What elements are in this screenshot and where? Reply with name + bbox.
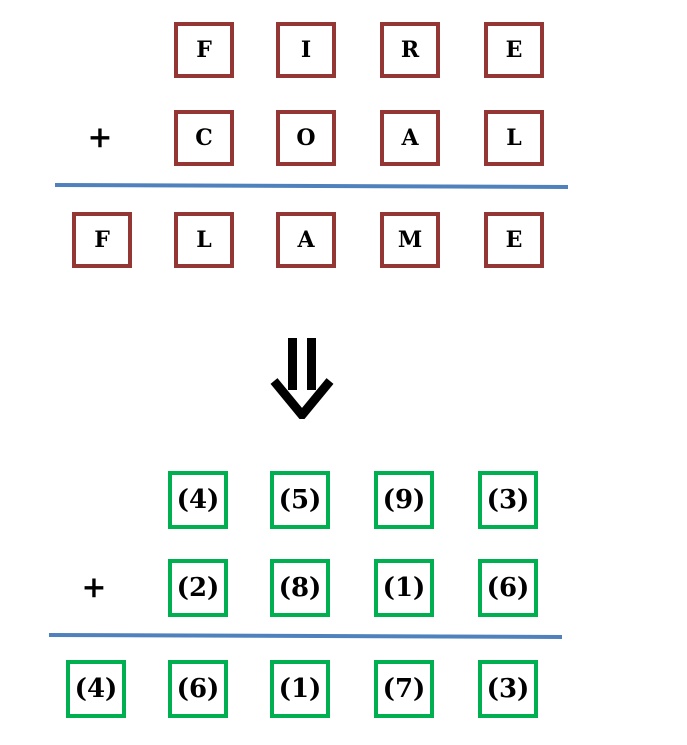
digit-box: (3) bbox=[478, 660, 538, 718]
letter-box: M bbox=[380, 212, 440, 268]
letter-box: A bbox=[276, 212, 336, 268]
letter-box: E bbox=[484, 22, 544, 78]
digit-box: (6) bbox=[168, 660, 228, 718]
letter-box: F bbox=[72, 212, 132, 268]
plus-operator: + bbox=[87, 120, 113, 155]
letter-box: R bbox=[380, 22, 440, 78]
digit-box: (2) bbox=[168, 559, 228, 617]
digit-box: (1) bbox=[270, 660, 330, 718]
digit-box: (4) bbox=[168, 471, 228, 529]
plus-operator: + bbox=[81, 570, 107, 605]
letter-box: L bbox=[484, 110, 544, 166]
digit-box: (3) bbox=[478, 471, 538, 529]
digit-box: (8) bbox=[270, 559, 330, 617]
digit-box: (7) bbox=[374, 660, 434, 718]
letter-box: F bbox=[174, 22, 234, 78]
letter-box: A bbox=[380, 110, 440, 166]
digit-box: (6) bbox=[478, 559, 538, 617]
letter-box: I bbox=[276, 22, 336, 78]
letter-box: C bbox=[174, 110, 234, 166]
letter-box: E bbox=[484, 212, 544, 268]
digit-box: (4) bbox=[66, 660, 126, 718]
letter-box: L bbox=[174, 212, 234, 268]
digit-box: (9) bbox=[374, 471, 434, 529]
digit-box: (1) bbox=[374, 559, 434, 617]
digit-box: (5) bbox=[270, 471, 330, 529]
double-down-arrow-icon bbox=[270, 338, 334, 419]
letter-box: O bbox=[276, 110, 336, 166]
